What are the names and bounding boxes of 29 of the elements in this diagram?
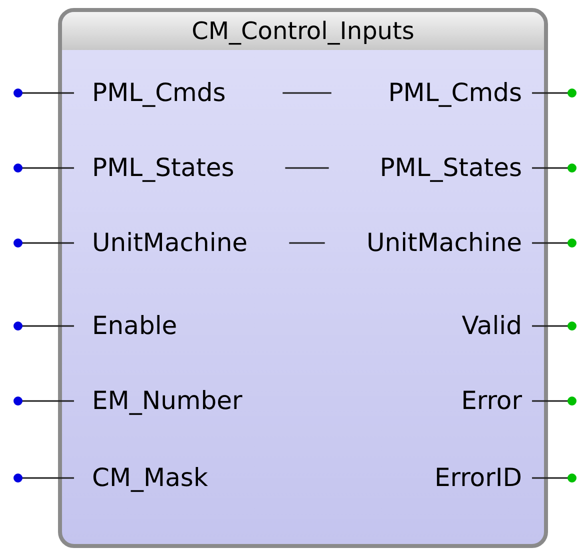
input-pin-label: PML_States — [92, 153, 234, 183]
pin-connector — [14, 164, 74, 172]
input-pin-label: Enable — [92, 311, 178, 341]
input-pin-label: UnitMachine — [92, 228, 248, 258]
pin-connector — [532, 238, 576, 248]
output-pin-label: Error — [461, 386, 522, 416]
input-pin-label: PML_Cmds — [92, 78, 226, 108]
pin-connector — [532, 396, 576, 406]
pass-through-line — [289, 242, 325, 244]
pin-connector — [532, 474, 576, 482]
function-block — [58, 8, 548, 548]
input-pin-label: EM_Number — [92, 386, 242, 416]
pin-connector — [14, 322, 74, 330]
block-title: CM_Control_Inputs — [190, 17, 416, 45]
output-pin-label: UnitMachine — [366, 228, 522, 258]
input-pin-label: CM_Mask — [92, 463, 208, 493]
pin-connector — [532, 322, 576, 330]
output-pin-label: PML_States — [380, 153, 522, 183]
pass-through-line — [282, 92, 332, 94]
pin-connector — [532, 88, 576, 98]
output-pin-label: Valid — [462, 311, 522, 341]
pin-connector — [14, 238, 74, 248]
pin-connector — [14, 396, 74, 406]
pin-connector — [532, 164, 576, 172]
pin-connector — [14, 474, 74, 482]
output-pin-label: ErrorID — [434, 463, 522, 493]
pass-through-line — [285, 167, 329, 169]
pin-connector — [14, 88, 74, 98]
output-pin-label: PML_Cmds — [388, 78, 522, 108]
